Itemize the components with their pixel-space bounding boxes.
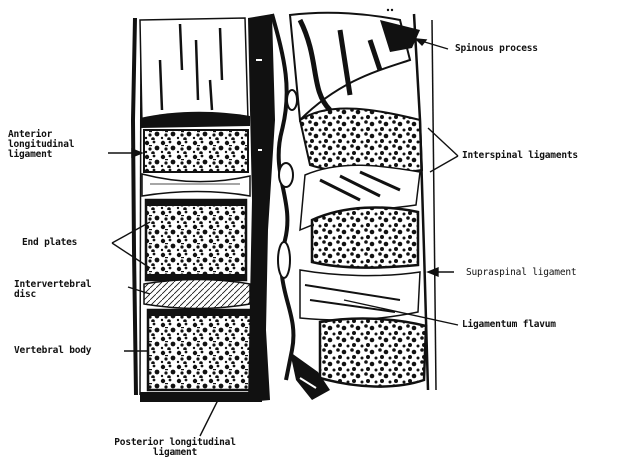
vertebra-1 bbox=[142, 130, 250, 196]
upper-vertebral-body bbox=[140, 18, 250, 128]
label-ligamentum-flavum: Ligamentum flavum bbox=[462, 320, 556, 330]
top-marks bbox=[387, 9, 393, 11]
spinal-canal bbox=[248, 14, 297, 402]
label-end-plates: End plates bbox=[22, 238, 77, 248]
posterior-elements bbox=[290, 13, 426, 400]
label-line: ligament bbox=[8, 150, 74, 160]
label-intervertebral-disc: Intervertebral disc bbox=[14, 280, 91, 300]
label-posterior-longitudinal-ligament: Posterior longitudinal ligament bbox=[80, 438, 270, 458]
vertebra-2 bbox=[146, 200, 246, 280]
intervertebral-disc bbox=[144, 280, 250, 309]
vertebra-3 bbox=[140, 310, 262, 402]
label-spinous-process: Spinous process bbox=[455, 44, 538, 54]
label-anterior-longitudinal-ligament: Anterior longitudinal ligament bbox=[8, 130, 74, 160]
label-vertebral-body: Vertebral body bbox=[14, 346, 91, 356]
label-line: disc bbox=[14, 290, 91, 300]
anterior-ligament-line bbox=[133, 18, 141, 395]
label-interspinal-ligaments: Interspinal ligaments bbox=[462, 151, 578, 161]
label-supraspinal-ligament: Supraspinal ligament bbox=[466, 268, 576, 278]
label-line: ligament bbox=[80, 448, 270, 458]
